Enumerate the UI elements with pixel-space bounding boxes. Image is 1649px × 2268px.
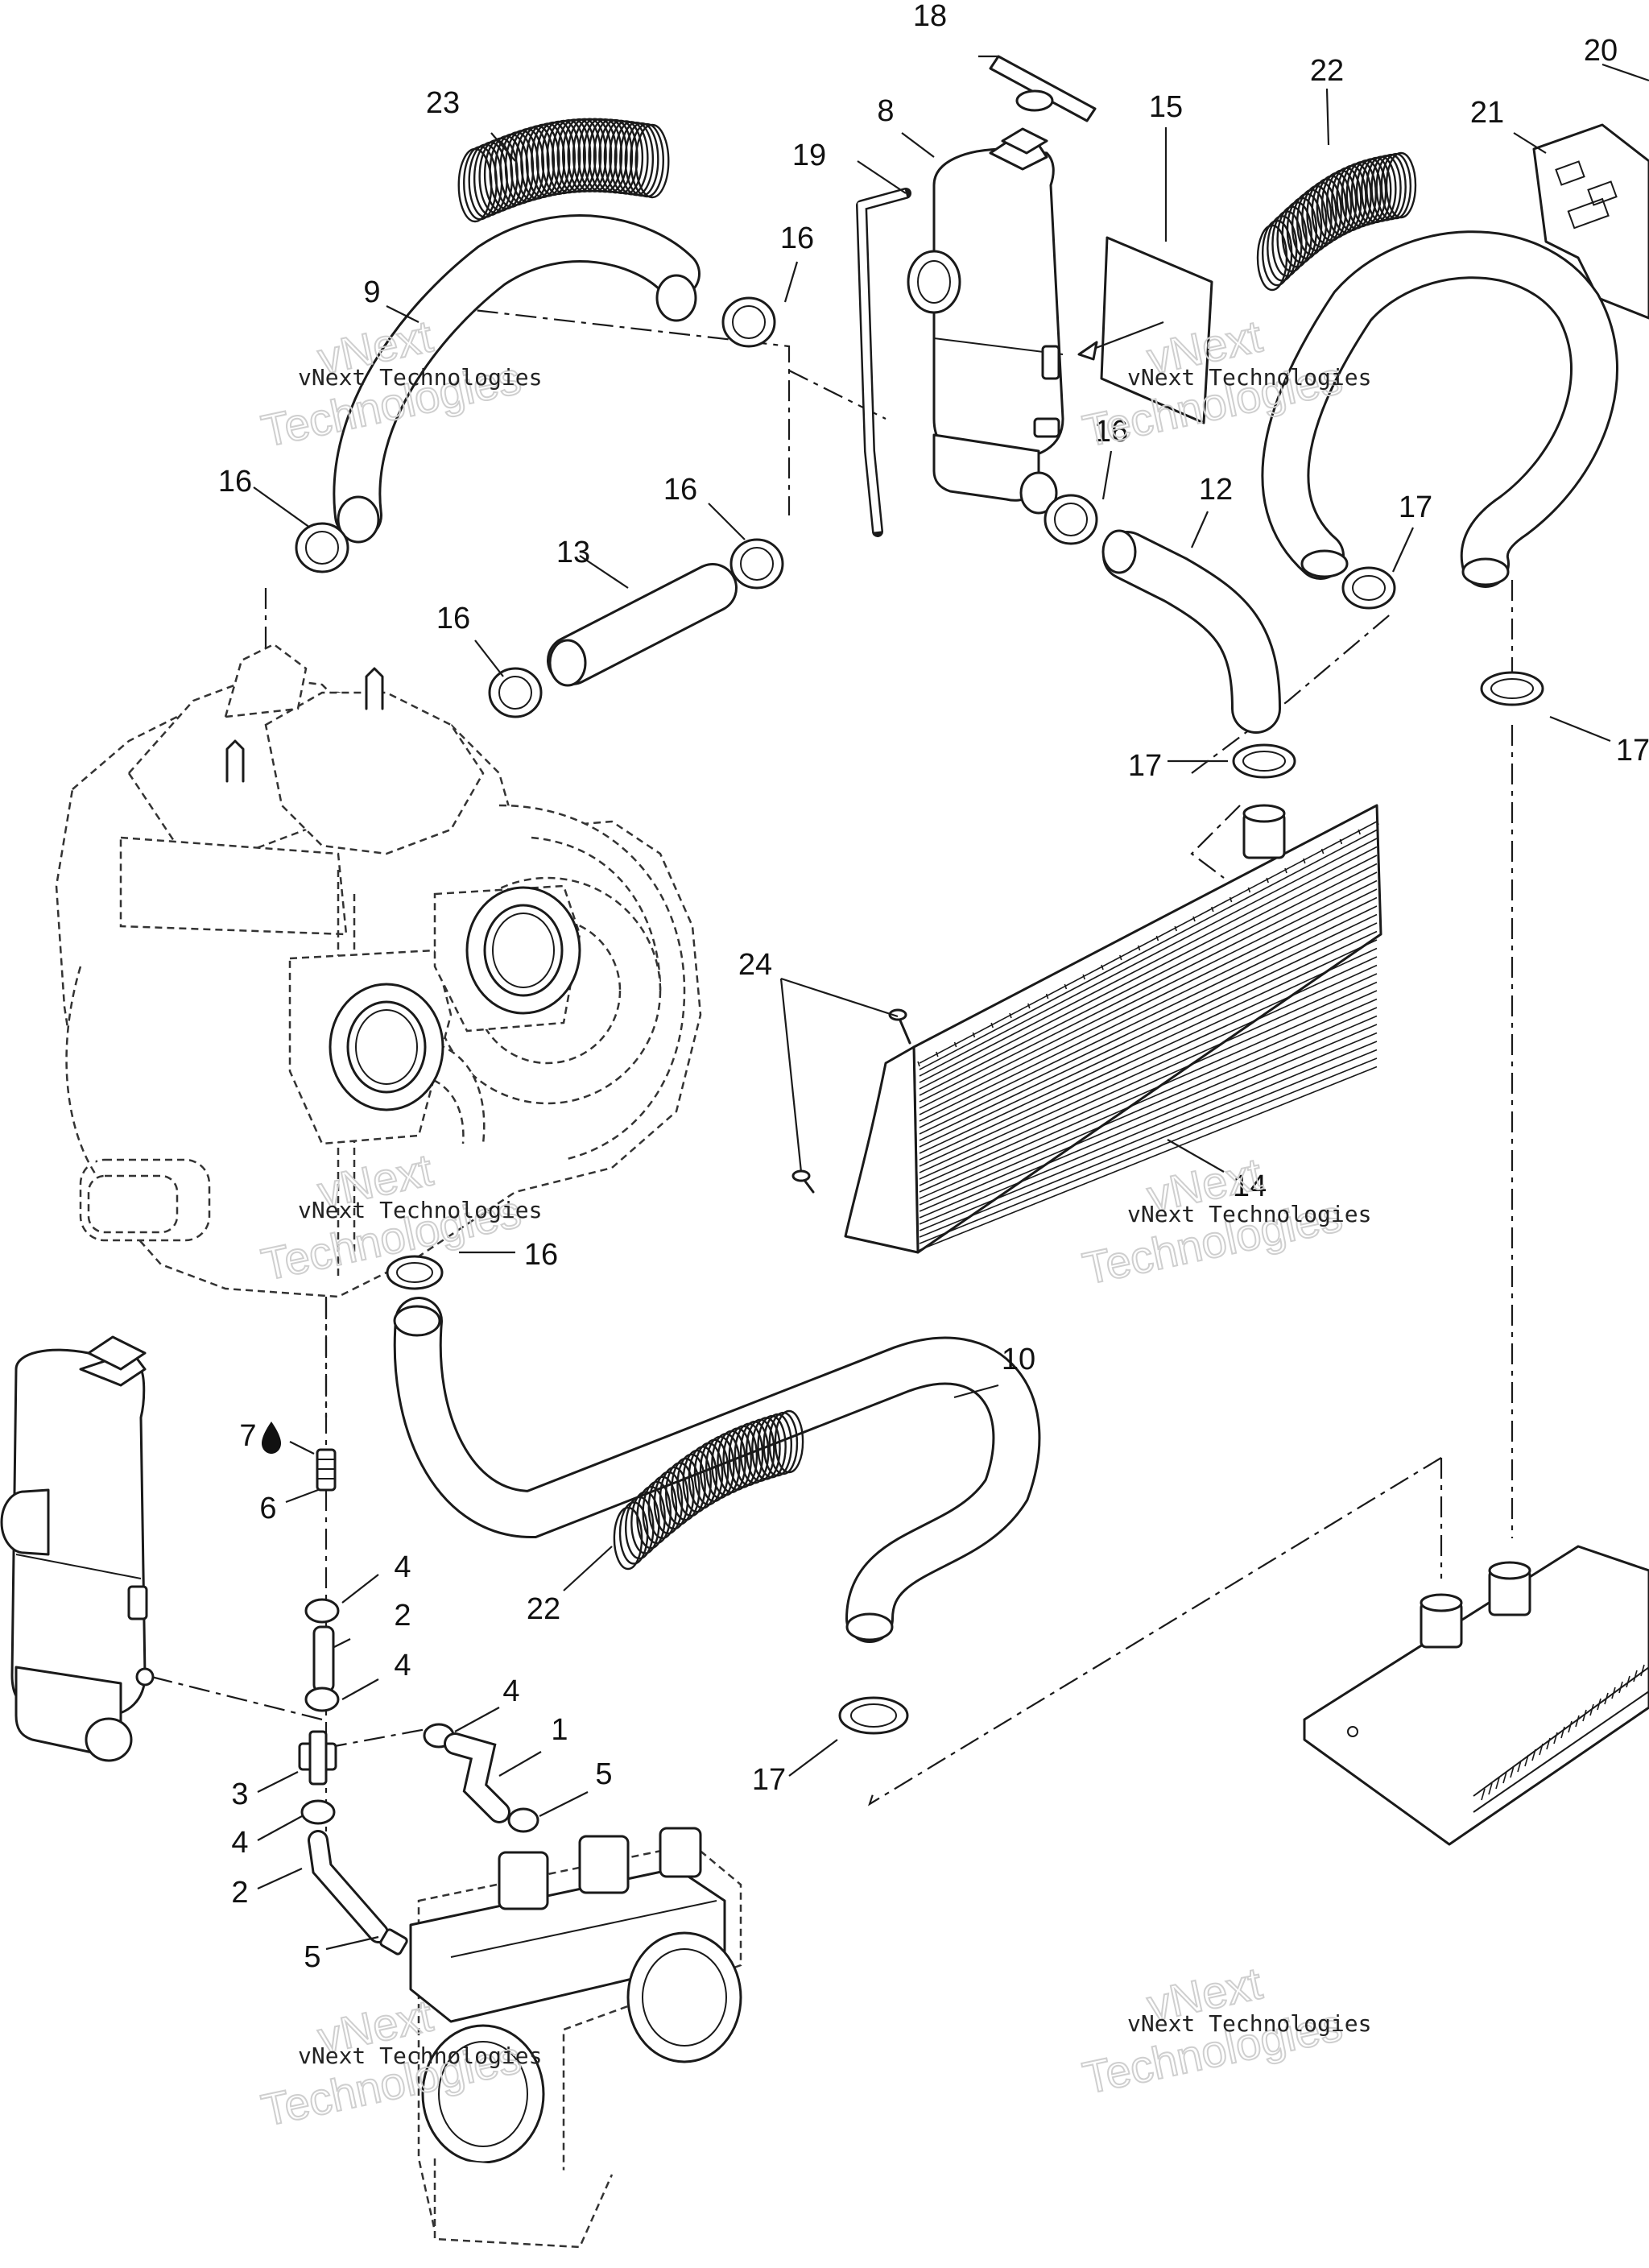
radiator-cap — [989, 55, 1097, 122]
heat-shield-bracket — [1532, 123, 1649, 320]
watermark-text: vNext Technologies — [298, 2042, 542, 2069]
heat-exchanger-fins — [917, 819, 1379, 1251]
callout-23: 23 — [426, 86, 460, 120]
hose-2-b — [308, 1830, 389, 1943]
callout-16-d: 16 — [436, 602, 470, 635]
clamp-16-d — [488, 667, 543, 718]
reservoir-label-decal — [1100, 236, 1213, 424]
engine-assembly — [55, 643, 702, 1298]
clamp-16-f — [386, 1255, 444, 1290]
hose-9 — [333, 214, 701, 544]
callout-15: 15 — [1149, 90, 1183, 124]
callout-19: 19 — [792, 139, 826, 172]
callout-9: 9 — [363, 275, 380, 309]
radiator — [1303, 1545, 1649, 1846]
intake-manifold-2 — [465, 886, 581, 1015]
callout-21: 21 — [1470, 96, 1504, 130]
callout-22-top: 22 — [1310, 54, 1344, 88]
corrugated-sleeve-23 — [457, 118, 670, 223]
callout-17-b: 17 — [1616, 734, 1649, 768]
callout-5-b: 5 — [595, 1757, 612, 1791]
hose-13 — [547, 563, 738, 687]
watermark-mid-right: Technologies vNext vNext Technologies — [1077, 1147, 1371, 1294]
oil-drop-icon — [262, 1422, 281, 1454]
callout-16-a: 16 — [780, 221, 814, 255]
callout-16-b: 16 — [218, 465, 252, 499]
clamp-16-c — [729, 538, 784, 590]
hose-right — [1261, 230, 1618, 588]
heat-exchanger — [844, 804, 1382, 1254]
callout-24: 24 — [738, 948, 772, 982]
clamp-17-c — [1232, 743, 1296, 779]
corrugated-sleeve-22-bottom — [613, 1409, 804, 1571]
watermark-text: vNext Technologies — [1127, 2010, 1371, 2037]
radiator-fins — [1481, 1664, 1649, 1801]
callout-4-b: 4 — [394, 1649, 411, 1682]
clamp-4-c — [300, 1799, 336, 1825]
callout-14: 14 — [1233, 1169, 1267, 1203]
hose-1 — [444, 1732, 510, 1823]
clamp-17-d — [838, 1696, 909, 1735]
callout-1: 1 — [551, 1713, 568, 1747]
callout-4-d: 4 — [502, 1674, 519, 1708]
clamp-17-a — [1341, 566, 1396, 610]
watermark-bottom-left: Technologies vNext vNext Technologies — [256, 1989, 542, 2136]
callout-3: 3 — [231, 1778, 248, 1811]
watermark-top-left: Technologies vNext vNext Technologies — [256, 309, 542, 457]
tee-fitting-3 — [298, 1730, 337, 1786]
callout-5-a: 5 — [304, 1940, 320, 1974]
callout-7: 7 — [239, 1419, 256, 1453]
intake-manifold-1 — [329, 983, 444, 1111]
callout-20: 20 — [1584, 34, 1618, 68]
callout-6: 6 — [259, 1492, 276, 1525]
coolant-reservoir — [907, 127, 1064, 515]
overflow-tube — [856, 188, 911, 537]
callout-8: 8 — [877, 94, 894, 128]
corrugated-sleeve-22-top — [1256, 151, 1417, 292]
callout-16-e: 16 — [1094, 415, 1128, 449]
fitting-5-b — [507, 1807, 539, 1833]
hose-2-a — [312, 1625, 335, 1693]
callout-4-c: 4 — [231, 1826, 248, 1860]
watermark-text: vNext Technologies — [298, 1197, 542, 1223]
callout-17-d: 17 — [752, 1763, 786, 1797]
clamp-4-b — [304, 1687, 340, 1712]
clamp-17-b — [1480, 671, 1544, 706]
fitting-6 — [316, 1448, 337, 1492]
callout-4-a: 4 — [394, 1550, 411, 1584]
callout-16-c: 16 — [663, 473, 697, 507]
watermark-bottom-right: Technologies vNext vNext Technologies — [1077, 1956, 1371, 2104]
callout-16-f: 16 — [524, 1238, 558, 1272]
callout-17-c: 17 — [1128, 749, 1162, 783]
callout-10: 10 — [1002, 1343, 1035, 1376]
callout-labels: 18 8 19 15 22 21 20 23 16 9 16 16 13 16 … — [218, 0, 1649, 1974]
watermark-text: vNext Technologies — [1127, 1201, 1371, 1227]
oil-tank — [0, 1335, 155, 1762]
callout-2-b: 2 — [231, 1876, 248, 1910]
rivet-lower — [791, 1169, 815, 1194]
carburetor-assembly — [409, 1827, 742, 2249]
callout-12: 12 — [1199, 473, 1233, 507]
watermark-text: vNext Technologies — [298, 364, 542, 391]
watermark-text: vNext Technologies — [1127, 364, 1371, 391]
clamp-16-e — [1044, 494, 1098, 545]
callout-2-a: 2 — [394, 1599, 411, 1633]
callout-22-bottom: 22 — [527, 1592, 560, 1626]
clamp-16-b — [295, 522, 349, 573]
hose-10 — [393, 1297, 1041, 1643]
clamp-16-a — [721, 296, 776, 348]
callout-18: 18 — [913, 0, 947, 33]
fitting-5-a — [379, 1928, 408, 1956]
callout-17-a: 17 — [1399, 490, 1432, 524]
leader-lines — [253, 55, 1649, 1951]
hose-12 — [1101, 529, 1281, 734]
callout-13: 13 — [556, 536, 590, 569]
clamp-4-a — [304, 1598, 340, 1624]
rivet-upper — [888, 1008, 911, 1045]
